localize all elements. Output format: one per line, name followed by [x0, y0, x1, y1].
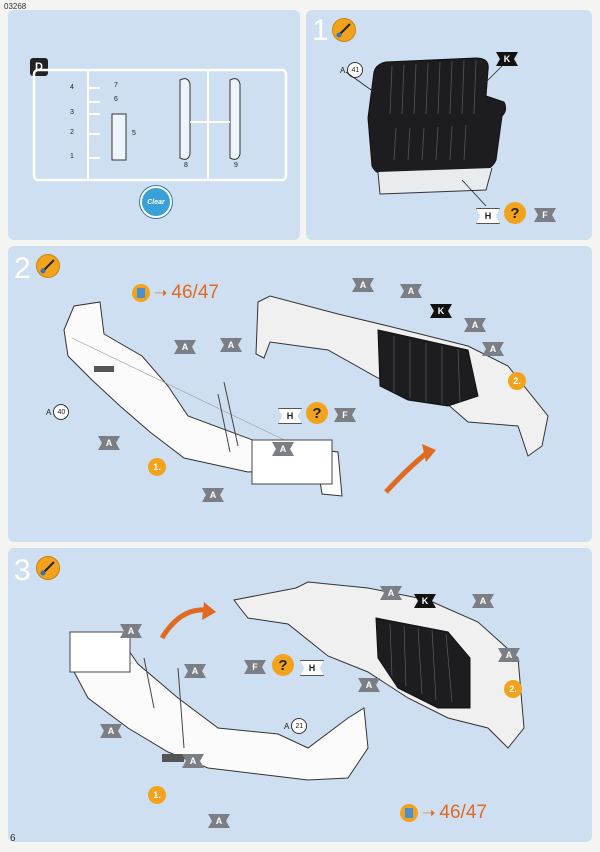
- part-callout-letter: A: [46, 407, 52, 417]
- step-number: 1: [312, 14, 329, 47]
- part-number-9: 9: [234, 162, 238, 169]
- color-tag-a: A: [380, 586, 402, 600]
- color-tag-a: A: [482, 342, 504, 356]
- part-callout-letter: A: [284, 721, 290, 731]
- paintbrush-icon: [36, 254, 60, 278]
- part-number-2: 2: [70, 129, 74, 136]
- color-tag-a: A: [184, 664, 206, 678]
- page-reference-text: 46/47: [439, 802, 487, 823]
- paintbrush-icon: [332, 18, 356, 42]
- order-label-1: 1.: [148, 458, 166, 476]
- part-number-7: 7: [114, 82, 118, 89]
- part-callout: A 40: [46, 404, 70, 420]
- color-tag-k: K: [414, 594, 436, 608]
- color-tag-a: A: [352, 278, 374, 292]
- color-tag-a: A: [174, 340, 196, 354]
- order-label-1: 1.: [148, 786, 166, 804]
- part-number-5: 5: [132, 130, 136, 137]
- color-tag-a: A: [202, 488, 224, 502]
- color-tag-a: A: [272, 442, 294, 456]
- part-callout-number: 40: [53, 404, 70, 420]
- color-tag-f: F: [334, 408, 356, 422]
- part-callout-letter: A: [340, 65, 346, 75]
- mix-question-icon: ?: [306, 402, 328, 424]
- paintbrush-icon: [36, 556, 60, 580]
- mix-question-icon: ?: [504, 202, 526, 224]
- step-2-panel: 2 ➝ 46/47 A 40 A A A A A A A K A A H ? F: [8, 246, 592, 542]
- part-number-8: 8: [184, 162, 188, 169]
- part-number-4: 4: [70, 84, 74, 91]
- order-label-2: 2.: [504, 680, 522, 698]
- mix-question-icon: ?: [272, 654, 294, 676]
- color-tag-f: F: [244, 660, 266, 674]
- page-number: 6: [10, 833, 16, 844]
- color-tag-a: A: [120, 624, 142, 638]
- part-number-1: 1: [70, 153, 74, 160]
- arrow-right-icon: ➝: [154, 285, 168, 302]
- step-3-panel: 3 A 21 A A A A A A K A A A F ? H 1. 2. ➝…: [8, 548, 592, 842]
- bench-seat-drawing: [345, 57, 507, 207]
- part-callout-number: 41: [347, 62, 364, 78]
- sprue-panel: D 7 6 5 4 3 2 1 8 9 Clear: [8, 10, 300, 240]
- color-tag-a: A: [182, 754, 204, 768]
- color-tag-k: K: [430, 304, 452, 318]
- page-reference: ➝ 46/47: [400, 802, 487, 824]
- part-callout: A 41: [340, 62, 364, 78]
- part-number-3: 3: [70, 109, 74, 116]
- page-reference-text: 46/47: [171, 282, 219, 303]
- color-tag-k: K: [496, 52, 518, 66]
- sprue-frame-drawing: [32, 68, 288, 182]
- page-reference-icon: [132, 284, 150, 302]
- order-label-2: 2.: [508, 372, 526, 390]
- page-reference-icon: [400, 804, 418, 822]
- arrow-right-icon: ➝: [422, 805, 436, 822]
- color-tag-a: A: [98, 436, 120, 450]
- color-tag-a: A: [464, 318, 486, 332]
- step-number: 3: [14, 554, 31, 587]
- color-tag-a: A: [498, 648, 520, 662]
- color-tag-a: A: [208, 814, 230, 828]
- color-tag-a: A: [472, 594, 494, 608]
- clear-parts-badge: Clear: [140, 186, 172, 218]
- left-body-side-drawing: [63, 295, 549, 497]
- step-1-panel: 1 A 41 K H ? F: [306, 10, 592, 240]
- color-tag-a: A: [358, 678, 380, 692]
- part-number-6: 6: [114, 96, 118, 103]
- page-reference: ➝ 46/47: [132, 282, 219, 304]
- step-number: 2: [14, 252, 31, 285]
- color-tag-f: F: [534, 208, 556, 222]
- part-callout: A 21: [284, 718, 308, 734]
- color-tag-a: A: [400, 284, 422, 298]
- color-tag-a: A: [220, 338, 242, 352]
- right-body-side-drawing: [69, 581, 525, 781]
- color-tag-a: A: [100, 724, 122, 738]
- part-callout-number: 21: [291, 718, 308, 734]
- document-code: 03268: [4, 2, 27, 11]
